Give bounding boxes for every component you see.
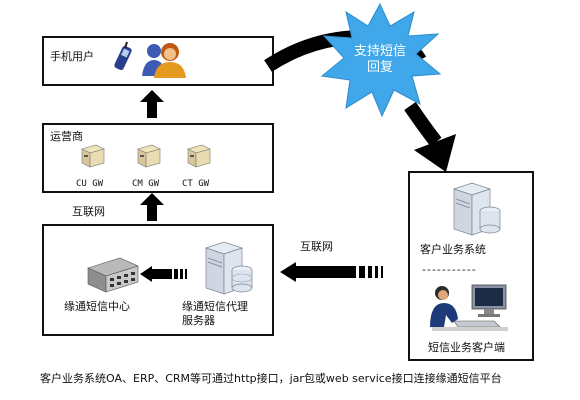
server-icon-cu: [81, 144, 105, 168]
internet-label-left: 互联网: [72, 205, 105, 218]
mobile-phone-icon: [114, 41, 132, 71]
reply-support-starburst: [320, 2, 442, 118]
dashed-arrow-client-to-center: [280, 262, 383, 282]
proxy-label-line1: 缘通短信代理: [182, 300, 248, 313]
client-workstation-icon: [430, 284, 508, 331]
gateway-label-cu: CU GW: [76, 179, 104, 189]
proxy-server-icon: [204, 241, 253, 295]
sms-center-building-icon: [87, 257, 139, 293]
gateway-label-ct: CT GW: [182, 179, 210, 189]
carrier-box: 运营商 CU GW CM GW CT GW: [42, 123, 274, 193]
caption: 客户业务系统OA、ERP、CRM等可通过http接口，jar包或web serv…: [40, 372, 502, 385]
center-box: 缘通短信中心 缘通短信代理 服务器: [42, 224, 274, 336]
up-arrow-center-to-carrier: [140, 193, 164, 221]
client-box: 客户业务系统 ----------- 短信业务客户端: [408, 171, 534, 361]
business-server-icon: [452, 182, 501, 236]
server-icon-cm: [137, 144, 161, 168]
users-icon: [142, 43, 186, 78]
business-system-label: 客户业务系统: [420, 243, 486, 256]
carrier-label: 运营商: [50, 130, 83, 143]
up-arrow-carrier-to-mobile: [140, 90, 164, 118]
server-icon-ct: [187, 144, 211, 168]
separator-line: -----------: [422, 263, 477, 276]
internet-label-mid: 互联网: [300, 240, 333, 253]
gateway-label-cm: CM GW: [132, 179, 160, 189]
proxy-label-line2: 服务器: [182, 314, 215, 327]
reply-support-line2: 回复: [366, 60, 393, 76]
reply-support-text: 支持短信 回复: [345, 44, 415, 77]
mobile-user-box: 手机用户: [42, 36, 274, 86]
sms-client-label: 短信业务客户端: [428, 341, 505, 354]
dashed-arrow-proxy-to-center: [140, 266, 187, 282]
sms-center-label: 缘通短信中心: [64, 300, 130, 313]
reply-support-line1: 支持短信: [353, 44, 406, 59]
mobile-user-label: 手机用户: [50, 50, 94, 63]
